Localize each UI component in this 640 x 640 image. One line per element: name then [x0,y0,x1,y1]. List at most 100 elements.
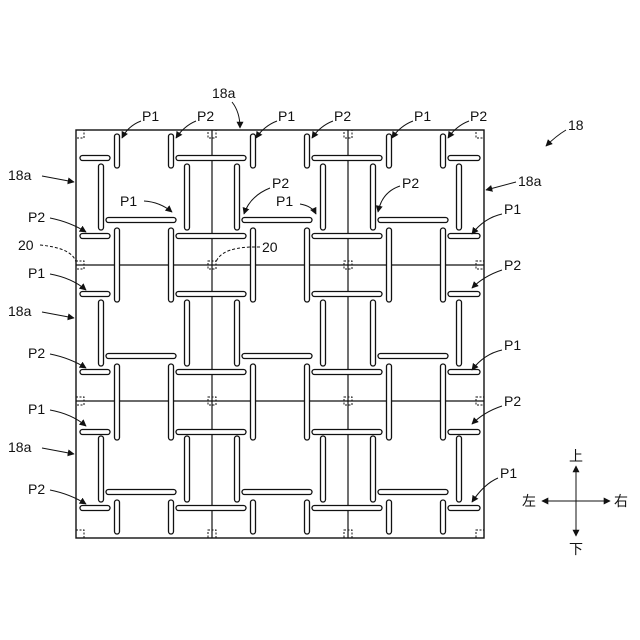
board-outline [76,130,484,538]
slot-21 [448,370,480,375]
slot-61 [371,164,376,230]
slot-49 [235,436,240,502]
slot-6 [378,218,448,223]
label-p2-left-3: P2 [28,481,45,497]
slot-39 [99,436,104,502]
leader-18a-right [486,182,516,190]
slot-47 [235,164,240,230]
direction-down: 下 [569,542,583,558]
slot-69 [441,228,446,302]
slot-52 [251,364,256,440]
label-18a-left-3: 18a [8,439,32,455]
slot-3 [448,156,480,161]
label-18: 18 [568,117,584,133]
slot-31 [312,506,382,511]
slot-46 [185,436,190,502]
label-18a-top: 18a [212,85,236,101]
direction-up: 上 [569,449,583,465]
slot-36 [115,500,120,534]
direction-indicator: 上 下 左 右 [522,449,628,558]
slot-24 [312,430,382,435]
slot-55 [305,228,310,302]
slot-12 [176,292,246,297]
slot-43 [169,500,174,534]
slot-40 [169,134,174,168]
slot-41 [169,228,174,302]
slot-9 [312,234,382,239]
label-p1-right-2: P1 [504,337,521,353]
label-p2-top-2: P2 [334,108,351,124]
label-18a-right: 18a [518,173,542,189]
slot-10 [448,234,480,239]
slot-26 [106,490,176,495]
label-p2-top-1: P2 [197,108,214,124]
slot-59 [321,300,326,366]
label-p1-top-2: P1 [278,108,295,124]
slot-20 [312,370,382,375]
slot-1 [176,156,246,161]
slot-2 [312,156,382,161]
slot-72 [457,164,462,230]
label-p2-left-2: P2 [28,345,45,361]
slot-60 [321,436,326,502]
slot-67 [387,500,392,534]
slot-25 [448,430,480,435]
slot-70 [441,364,446,440]
slot-11 [80,292,110,297]
slot-30 [176,506,246,511]
slot-4 [106,218,176,223]
leader-18a-top [232,102,240,128]
slot-58 [321,164,326,230]
slot-19 [176,370,246,375]
slot-54 [305,134,310,168]
slot-38 [99,300,104,366]
slot-15 [106,354,176,359]
slot-17 [378,354,448,359]
label-p2-left-1: P2 [28,209,45,225]
slot-48 [235,300,240,366]
slot-32 [448,506,480,511]
slot-13 [312,292,382,297]
label-p1-left-1: P1 [28,265,45,281]
slot-8 [176,234,246,239]
leader-20-left [40,245,76,262]
slot-62 [371,300,376,366]
slot-16 [242,354,312,359]
label-p1-right-1: P1 [504,201,521,217]
leader-18a-left-2 [42,312,74,318]
label-18a-left-1: 18a [8,167,32,183]
direction-left: 左 [522,494,536,510]
slot-73 [457,300,462,366]
slot-18 [80,370,110,375]
slot-0 [80,156,110,161]
slot-42 [169,364,174,440]
label-p1-top-3: P1 [414,108,431,124]
label-p2-top-3: P2 [470,108,487,124]
label-p2-right-1: P2 [504,257,521,273]
slot-64 [387,134,392,168]
direction-right: 右 [614,494,628,510]
slot-51 [251,228,256,302]
slot-5 [242,218,312,223]
label-p2-right-2: P2 [504,393,521,409]
slot-28 [378,490,448,495]
label-18a-left-2: 18a [8,303,32,319]
leader-18a-left-1 [42,176,74,182]
label-p2-inner-1: P2 [272,175,289,191]
slot-34 [115,228,120,302]
leader-18 [546,130,566,146]
slot-33 [115,134,120,168]
slot-37 [99,164,104,230]
label-p1-top-1: P1 [142,108,159,124]
slot-56 [305,364,310,440]
slot-57 [305,500,310,534]
slot-45 [185,300,190,366]
slot-71 [441,500,446,534]
slot-68 [441,134,446,168]
leader-18a-left-3 [42,448,74,454]
slot-65 [387,228,392,302]
slot-22 [80,430,110,435]
slot-53 [251,500,256,534]
slot-50 [251,134,256,168]
